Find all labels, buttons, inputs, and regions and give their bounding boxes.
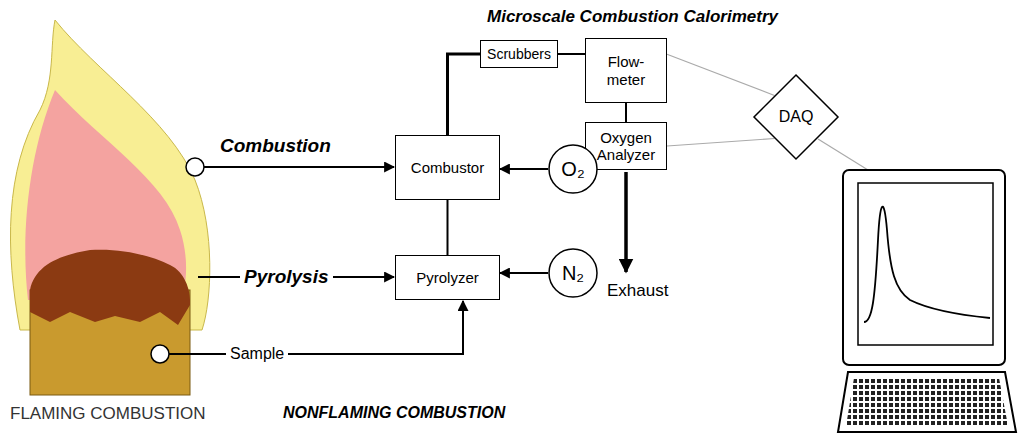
- flow-connector: [447, 200, 449, 255]
- signal-wire: [818, 139, 868, 170]
- flowmeter-box: Flow- meter: [585, 38, 667, 103]
- pyrolysis-zone: [30, 250, 190, 325]
- node-text: Oxygen Analyzer: [597, 129, 655, 164]
- combustion-arrow: [204, 166, 394, 168]
- node-text: Pyrolyzer: [416, 269, 479, 286]
- node-text: Flow- meter: [607, 53, 645, 88]
- sample-point: [151, 345, 169, 363]
- stage-label: Pyrolysis: [240, 266, 333, 288]
- gas-circle: O₂: [548, 144, 598, 194]
- combustion-point: [186, 158, 204, 176]
- diagram-title: Microscale Combustion Calorimetry: [487, 7, 778, 27]
- node-text: N₂: [562, 262, 584, 285]
- caption-label: FLAMING COMBUSTION: [10, 404, 206, 424]
- screen: [858, 183, 993, 345]
- monitor: [843, 170, 1005, 365]
- flow-connector: [667, 54, 775, 95]
- node-text: Combustor: [411, 159, 484, 176]
- combustor-box: Combustor: [395, 135, 500, 200]
- caption-label: NONFLAMING COMBUSTION: [283, 404, 505, 422]
- exhaust-label: Exhaust: [607, 281, 668, 301]
- gas-circle: N₂: [548, 248, 598, 298]
- node-text: O₂: [561, 158, 584, 181]
- flow-connector: [625, 103, 627, 122]
- daq-diamond: DAQ: [753, 74, 839, 160]
- exhaust-arrow: [624, 172, 628, 272]
- stage-label: Combustion: [216, 135, 335, 157]
- node-text: DAQ: [779, 108, 814, 126]
- sample-label: Sample: [226, 345, 288, 363]
- flow-connector: [500, 168, 548, 170]
- flow-connector: [667, 139, 775, 147]
- outer-flame: [10, 20, 209, 330]
- sample-arrow: [169, 301, 463, 354]
- flow-connector: [558, 53, 585, 55]
- scrubber-box: Scrubbers: [480, 40, 558, 68]
- heat-release-curve: [864, 207, 990, 322]
- keyboard: [838, 372, 1016, 432]
- flow-connector: [448, 54, 481, 135]
- node-text: Scrubbers: [487, 46, 551, 62]
- flow-connector: [500, 272, 548, 274]
- pyrolyzer-box: Pyrolyzer: [395, 255, 500, 300]
- keyboard-keys: [846, 378, 1008, 426]
- analyzer-box: Oxygen Analyzer: [585, 122, 667, 170]
